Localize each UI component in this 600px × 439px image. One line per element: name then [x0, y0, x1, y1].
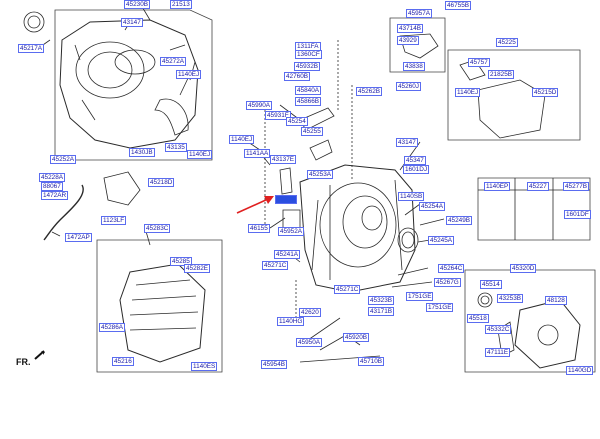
part-callout[interactable]: 45218D	[148, 178, 175, 187]
part-callout[interactable]: 45757	[468, 58, 490, 67]
part-callout[interactable]: 1140EJ	[455, 88, 481, 97]
part-callout[interactable]: 45217A	[18, 44, 45, 53]
part-callout[interactable]: 45228A	[39, 173, 66, 182]
part-callout[interactable]: 45323B	[368, 296, 395, 305]
part-callout[interactable]: 1140EJ	[229, 135, 255, 144]
part-callout[interactable]: 45320D	[510, 264, 537, 273]
part-callout[interactable]: 45254A	[419, 202, 446, 211]
part-callout[interactable]: 21513	[170, 0, 192, 9]
part-callout[interactable]: 45225	[496, 38, 518, 47]
part-callout[interactable]: 45267G	[434, 278, 461, 287]
part-callout[interactable]: 21825B	[488, 70, 515, 79]
part-callout[interactable]: 1141AA	[244, 149, 271, 158]
part-callout[interactable]: 1601DJ	[403, 165, 430, 174]
part-callout[interactable]: 45271C	[334, 285, 361, 294]
part-callout[interactable]: 45710B	[358, 357, 385, 366]
part-callout[interactable]: 43147	[396, 138, 418, 147]
part-callout[interactable]: 43929	[397, 36, 419, 45]
part-callout[interactable]: 45283C	[144, 224, 171, 233]
part-callout[interactable]: 42760B	[284, 72, 311, 81]
part-callout[interactable]: 42620	[299, 308, 321, 317]
part-callout[interactable]: 45866B	[295, 97, 322, 106]
part-callout[interactable]: 43137E	[270, 155, 297, 164]
part-callout[interactable]: 1430JB	[129, 148, 155, 157]
part-callout[interactable]: 45332C	[485, 325, 512, 334]
part-callout[interactable]: 45514	[480, 280, 502, 289]
part-callout[interactable]: 43135	[165, 143, 187, 152]
part-callout[interactable]: 45262B	[356, 87, 383, 96]
part-callout[interactable]: 45253A	[307, 170, 334, 179]
part-callout[interactable]: 45950A	[296, 338, 323, 347]
part-callout[interactable]: 1140EP	[484, 182, 511, 191]
part-callout[interactable]: 43253B	[497, 294, 524, 303]
part-callout[interactable]: 48128	[545, 296, 567, 305]
part-callout[interactable]: 45260J	[396, 82, 421, 91]
part-callout[interactable]: 1140SB	[398, 192, 425, 201]
part-callout[interactable]: 45215D	[532, 88, 559, 97]
part-callout[interactable]: 1140ES	[191, 362, 218, 371]
part-callout[interactable]: 45932B	[294, 62, 321, 71]
part-callout[interactable]: 1751GE	[426, 303, 454, 312]
part-callout[interactable]: 45241A	[274, 250, 301, 259]
part-callout[interactable]: 43147	[121, 18, 143, 27]
part-callout[interactable]: 45252A	[50, 155, 77, 164]
part-callout[interactable]: 1360CF	[295, 50, 322, 59]
part-callout[interactable]: 45227	[527, 182, 549, 191]
part-callout[interactable]: 45230B	[124, 0, 151, 9]
part-callout[interactable]: 45990A	[246, 101, 273, 110]
part-callout[interactable]: 1140HG	[277, 317, 305, 326]
part-callout[interactable]: 1123LF	[101, 216, 127, 225]
part-callout[interactable]: 45216	[112, 357, 134, 366]
part-callout[interactable]: 45264C	[438, 264, 465, 273]
part-callout[interactable]: 47111E	[485, 348, 511, 357]
part-callout[interactable]: 45255	[301, 127, 323, 136]
part-callout[interactable]: 1472AP	[65, 233, 92, 242]
part-callout[interactable]: 45347	[404, 156, 426, 165]
part-callout[interactable]: 46755B	[445, 1, 472, 10]
direction-label: FR.	[16, 357, 31, 367]
part-callout[interactable]: 1140EJ	[187, 150, 213, 159]
part-callout[interactable]: 43171B	[368, 307, 395, 316]
part-callout[interactable]: 43714B	[397, 24, 424, 33]
part-callout[interactable]: 88067	[41, 182, 63, 191]
part-callout[interactable]: 1140GD	[566, 366, 594, 375]
part-callout[interactable]: 45957A	[406, 9, 433, 18]
part-callout[interactable]: 46155	[248, 224, 270, 233]
part-callout[interactable]: 1472AR	[41, 191, 69, 200]
part-callout[interactable]: 45282E	[184, 264, 211, 273]
part-callout[interactable]: 45254	[286, 117, 308, 126]
part-callout[interactable]: 45249B	[446, 216, 473, 225]
part-callout[interactable]: 45271C	[262, 261, 289, 270]
front-arrow-icon	[34, 350, 45, 360]
part-callout[interactable]: 45272A	[160, 57, 187, 66]
part-callout[interactable]: 45245A	[428, 236, 455, 245]
part-callout[interactable]: 45840A	[295, 86, 322, 95]
part-callout[interactable]: 46810	[275, 195, 297, 204]
part-callout[interactable]: 45285	[170, 257, 192, 266]
part-callout[interactable]: 45286A	[99, 323, 126, 332]
part-callout[interactable]: 1601DF	[564, 210, 591, 219]
part-callout[interactable]: 45920B	[343, 333, 370, 342]
part-callout[interactable]: 45518	[467, 314, 489, 323]
part-callout[interactable]: 45931F	[265, 111, 291, 120]
part-callout[interactable]: 45952A	[278, 227, 305, 236]
part-callout[interactable]: 45277B	[563, 182, 590, 191]
part-callout[interactable]: 45954B	[261, 360, 288, 369]
part-callout[interactable]: 1140EJ	[176, 70, 202, 79]
part-callout[interactable]: 43838	[403, 62, 425, 71]
part-callout[interactable]: 1751GE	[406, 292, 434, 301]
